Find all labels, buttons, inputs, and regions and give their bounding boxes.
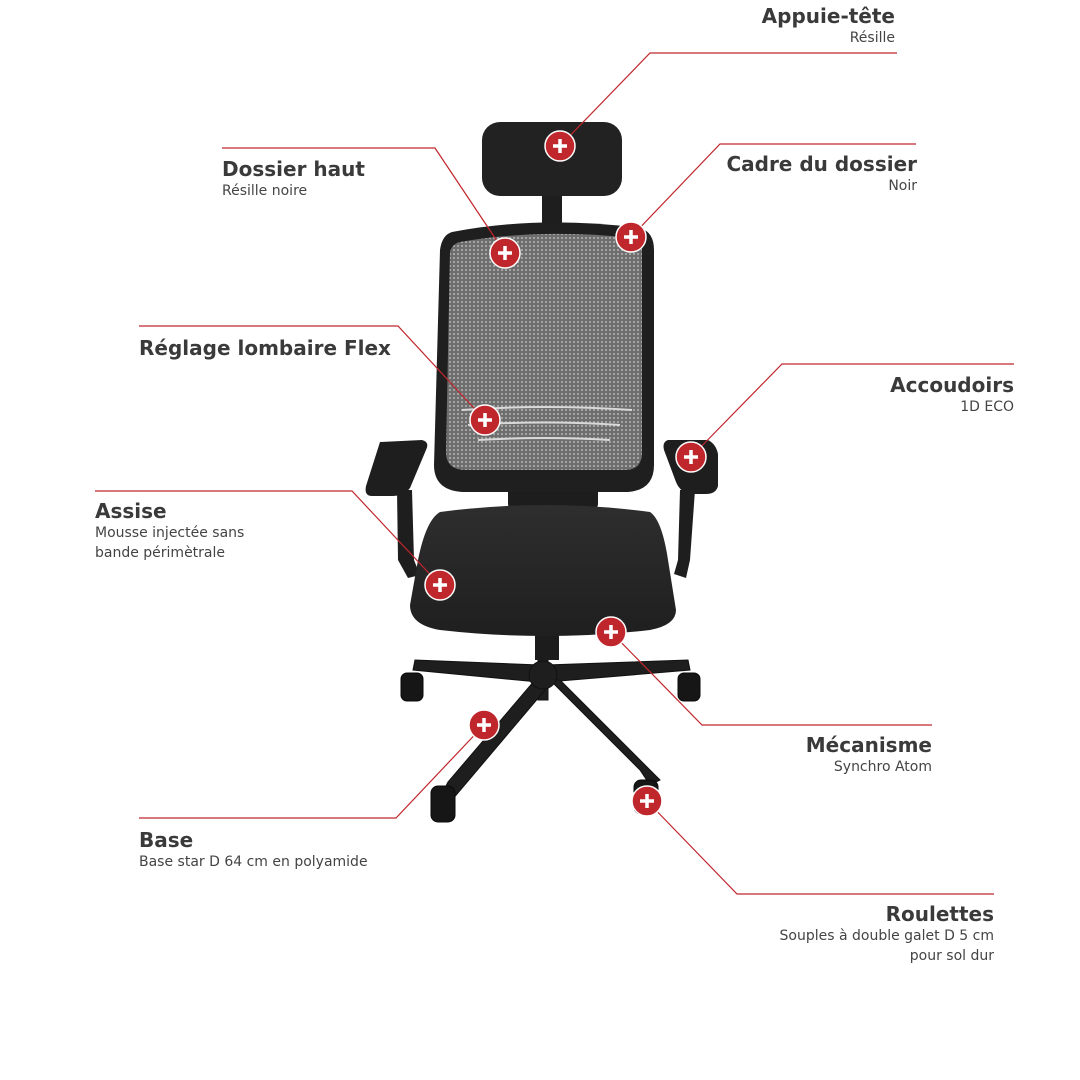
feature-subtitle: Synchro Atom bbox=[833, 759, 932, 775]
leader-line-roulettes bbox=[646, 800, 994, 895]
feature-title: Réglage lombaire Flex bbox=[139, 336, 391, 360]
plus-icon bbox=[477, 718, 491, 732]
hotspot-roulettes[interactable] bbox=[631, 785, 663, 817]
feature-subtitle: Mousse injectée sans bande périmètrale bbox=[95, 525, 245, 561]
feature-title: Roulettes bbox=[885, 902, 994, 926]
label-reglage-lombaire: Réglage lombaire Flex bbox=[139, 336, 391, 360]
feature-title: Mécanisme bbox=[805, 733, 932, 757]
feature-subtitle: 1D ECO bbox=[960, 399, 1014, 415]
leader-line-assise bbox=[95, 490, 441, 586]
leader-line-base bbox=[139, 724, 485, 819]
seat bbox=[410, 505, 676, 636]
leader-line-cadre-dossier bbox=[630, 143, 916, 238]
hotspot-appuie-tete[interactable] bbox=[544, 130, 576, 162]
feature-subtitle: Noir bbox=[888, 178, 917, 194]
backrest-mesh bbox=[446, 233, 642, 470]
plus-icon bbox=[640, 794, 654, 808]
feature-title: Appuie-tête bbox=[761, 4, 895, 28]
hotspot-base[interactable] bbox=[468, 709, 500, 741]
leader-line-dossier-haut bbox=[222, 147, 506, 254]
plus-icon bbox=[553, 139, 567, 153]
hotspot-cadre-dossier[interactable] bbox=[615, 221, 647, 253]
plus-icon bbox=[433, 578, 447, 592]
feature-title: Accoudoirs bbox=[890, 373, 1014, 397]
hotspot-accoudoirs[interactable] bbox=[675, 441, 707, 473]
hotspot-mecanisme[interactable] bbox=[595, 616, 627, 648]
hotspot-assise[interactable] bbox=[424, 569, 456, 601]
feature-title: Cadre du dossier bbox=[726, 152, 917, 176]
feature-subtitle: Base star D 64 cm en polyamide bbox=[139, 854, 368, 870]
chair-base bbox=[412, 649, 691, 801]
plus-icon bbox=[684, 450, 698, 464]
leader-lines bbox=[95, 52, 1014, 895]
leader-line-mecanisme bbox=[610, 631, 932, 726]
feature-title: Dossier haut bbox=[222, 157, 365, 181]
hotspot-dossier-haut[interactable] bbox=[489, 237, 521, 269]
feature-subtitle: Souples à double galet D 5 cm pour sol d… bbox=[779, 928, 994, 964]
hotspot-reglage-lombaire[interactable] bbox=[469, 404, 501, 436]
plus-icon bbox=[604, 625, 618, 639]
leader-line-appuie-tete bbox=[559, 52, 897, 147]
hotspots bbox=[424, 130, 707, 817]
feature-subtitle: Résille bbox=[849, 30, 895, 46]
leader-line-accoudoirs bbox=[690, 363, 1014, 458]
plus-icon bbox=[498, 246, 512, 260]
plus-icon bbox=[624, 230, 638, 244]
plus-icon bbox=[478, 413, 492, 427]
leader-line-reglage-lombaire bbox=[139, 325, 486, 421]
feature-subtitle: Résille noire bbox=[222, 183, 308, 199]
label-accoudoirs: Accoudoirs 1D ECO bbox=[890, 373, 1014, 417]
feature-title: Assise bbox=[95, 499, 167, 523]
feature-title: Base bbox=[139, 828, 194, 852]
